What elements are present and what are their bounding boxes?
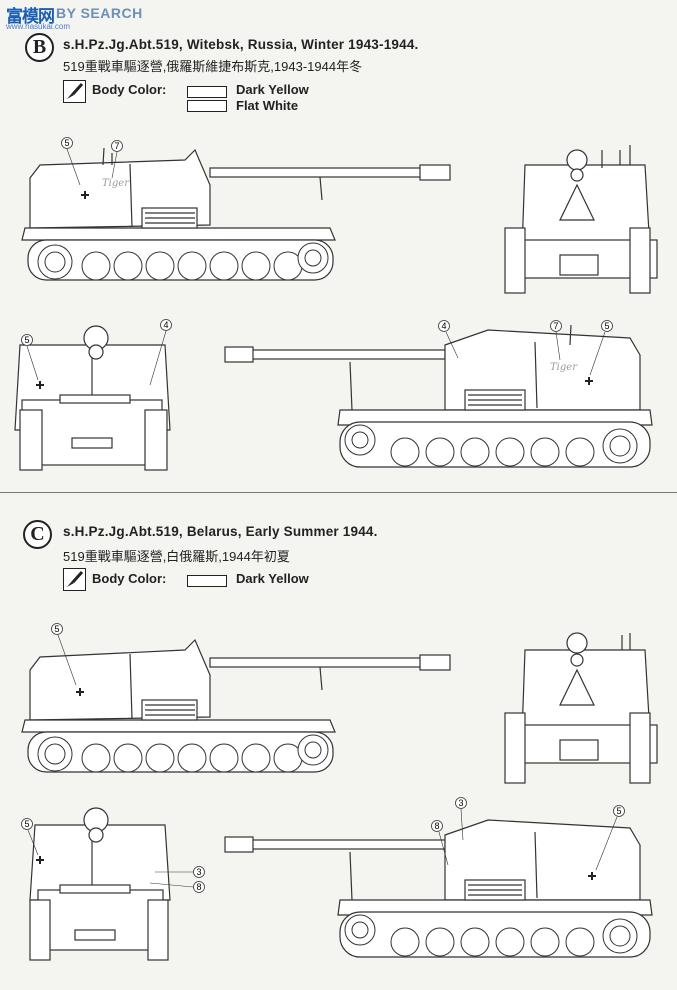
paintbrush-icon xyxy=(63,80,86,103)
callout-number: 7 xyxy=(115,141,120,151)
callout-number: 5 xyxy=(25,335,30,345)
color-swatch-dark-yellow xyxy=(187,575,227,587)
watermark-en: BY SEARCH xyxy=(56,5,143,21)
color-swatch-flat-white xyxy=(187,100,227,112)
color-name: Dark Yellow xyxy=(236,82,309,97)
side-view-left: 3 8 5 xyxy=(224,797,653,958)
body-color-label: Body Color: xyxy=(92,82,167,97)
scheme-subtitle: 519重戰車驅逐營,俄羅斯維捷布斯克,1943-1944年冬 xyxy=(63,59,363,74)
callout-number: 4 xyxy=(164,320,169,330)
callout-number: 7 xyxy=(554,321,559,331)
callout-number: 5 xyxy=(605,321,610,331)
side-view-left: Tiger 4 7 5 xyxy=(224,320,653,468)
body-color-label: Body Color: xyxy=(92,571,167,586)
scheme-badge: C xyxy=(23,520,52,549)
scheme-badge: B xyxy=(25,33,54,62)
callout-number: 5 xyxy=(25,819,30,829)
callout-number: 4 xyxy=(442,321,447,331)
section-divider xyxy=(0,492,677,493)
callout-number: 5 xyxy=(55,624,60,634)
front-view xyxy=(504,145,658,294)
side-view-right: Tiger 5 7 xyxy=(21,137,451,281)
color-name: Flat White xyxy=(236,98,299,113)
paintbrush-icon xyxy=(63,568,86,591)
color-name: Dark Yellow xyxy=(236,571,309,586)
tiger-text: Tiger xyxy=(550,362,578,373)
color-swatch-dark-yellow xyxy=(187,86,227,98)
front-view xyxy=(504,632,658,784)
scheme-title: s.H.Pz.Jg.Abt.519, Witebsk, Russia, Wint… xyxy=(63,37,419,52)
side-view-right: 5 xyxy=(21,623,451,773)
callout-number: 8 xyxy=(197,882,202,892)
site-watermark: 富模网 BY SEARCH www.hasukai.com xyxy=(0,0,180,31)
callout-number: 3 xyxy=(197,867,202,877)
callout-number: 5 xyxy=(65,138,70,148)
callout-number: 3 xyxy=(459,798,464,808)
callout-number: 5 xyxy=(617,806,622,816)
watermark-cn: 富模网 xyxy=(6,7,55,26)
callout-number: 8 xyxy=(435,821,440,831)
rear-view: 5 3 8 xyxy=(21,807,205,961)
tiger-text: Tiger xyxy=(102,178,130,189)
scheme-b: B s.H.Pz.Jg.Abt.519, Witebsk, Russia, Wi… xyxy=(0,0,677,492)
scheme-title: s.H.Pz.Jg.Abt.519, Belarus, Early Summer… xyxy=(63,524,378,539)
watermark-url: www.hasukai.com xyxy=(6,22,71,31)
scheme-subtitle: 519重戰車驅逐營,白俄羅斯,1944年初夏 xyxy=(63,549,290,564)
scheme-c: C s.H.Pz.Jg.Abt.519, Belarus, Early Summ… xyxy=(0,495,677,990)
rear-view: 5 4 xyxy=(14,319,172,471)
